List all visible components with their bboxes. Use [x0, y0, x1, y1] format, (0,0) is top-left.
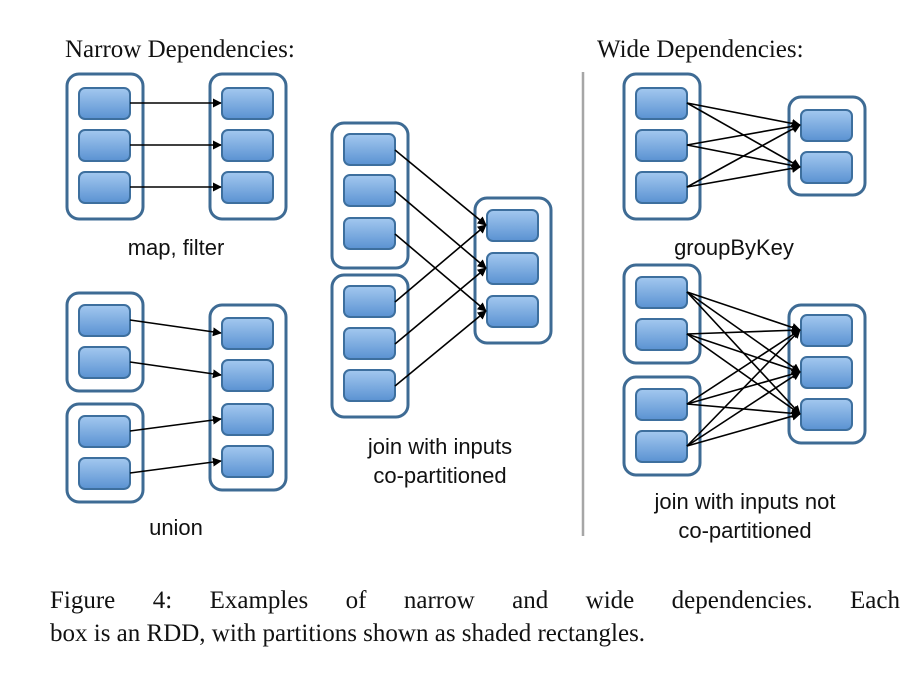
rdd-dependency-diagram: Narrow Dependencies: Wide Dependencies: … — [65, 36, 867, 543]
dependency-arrow — [394, 267, 487, 345]
partition — [221, 317, 274, 350]
join-copartitioned-label-line1: join with inputs — [367, 434, 512, 459]
map-filter-group: map, filter — [65, 72, 288, 260]
dependency-arrow — [686, 163, 801, 188]
map-filter-label: map, filter — [128, 235, 225, 260]
dependency-arrow — [686, 124, 801, 188]
dependency-arrow — [394, 149, 487, 226]
partition — [343, 217, 396, 250]
dependency-arrow — [129, 415, 222, 432]
dependency-arrow — [686, 291, 801, 332]
partition — [635, 129, 688, 162]
partition — [486, 209, 539, 242]
dependency-arrow — [129, 319, 222, 337]
partition — [343, 174, 396, 207]
dependency-arrow — [394, 190, 487, 269]
dependency-arrow — [686, 121, 801, 146]
partition — [635, 276, 688, 309]
dependency-arrow — [686, 333, 801, 374]
partition — [635, 318, 688, 351]
dependency-arrow — [686, 411, 801, 447]
partition — [78, 457, 131, 490]
dependency-arrow — [686, 371, 801, 447]
partition — [343, 285, 396, 318]
dependency-arrow — [394, 310, 487, 387]
narrow-dependencies-heading: Narrow Dependencies: — [65, 36, 295, 63]
join-not-copartitioned-label-line2: co-partitioned — [678, 518, 811, 543]
join-copartitioned-group: join with inputs co-partitioned — [330, 121, 553, 488]
union-group: union — [65, 291, 288, 540]
join-copartitioned-label-line2: co-partitioned — [373, 463, 506, 488]
dependency-arrow — [394, 224, 487, 303]
partition — [486, 252, 539, 285]
partition — [221, 129, 274, 162]
dependency-arrow — [129, 361, 222, 379]
join-not-copartitioned-label-line1: join with inputs not — [654, 489, 836, 514]
partition — [635, 87, 688, 120]
groupbykey-group: groupByKey — [622, 72, 867, 260]
rdd-box — [208, 303, 288, 492]
figure-caption: Figure 4: Examples of narrow and wide de… — [50, 584, 900, 650]
partition — [635, 388, 688, 421]
partition — [221, 445, 274, 478]
partition — [221, 359, 274, 392]
partition — [221, 403, 274, 436]
caption-line-2: box is an RDD, with partitions shown as … — [50, 620, 646, 647]
partition — [343, 369, 396, 402]
partition — [486, 295, 539, 328]
partition — [221, 87, 274, 120]
partition — [800, 109, 853, 142]
partition — [78, 415, 131, 448]
join-not-copartitioned-group: join with inputs not co-partitioned — [622, 263, 867, 543]
dependency-arrow — [394, 233, 487, 312]
partition — [343, 133, 396, 166]
dependency-arrow — [686, 333, 801, 415]
partition — [800, 151, 853, 184]
partition — [221, 171, 274, 204]
partition — [800, 356, 853, 389]
partition — [635, 430, 688, 463]
partition — [635, 171, 688, 204]
partition — [78, 304, 131, 337]
partition — [78, 346, 131, 379]
dependency-arrow — [686, 102, 801, 128]
partition — [78, 171, 131, 204]
caption-line-1: Figure 4: Examples of narrow and wide de… — [50, 587, 900, 614]
dependency-arrow — [686, 325, 801, 335]
dependency-arrow — [129, 457, 222, 474]
partition — [78, 129, 131, 162]
union-label: union — [149, 515, 203, 540]
groupbykey-label: groupByKey — [674, 235, 794, 260]
dependency-arrow — [686, 329, 801, 405]
partition — [800, 314, 853, 347]
partition — [78, 87, 131, 120]
partition — [800, 398, 853, 431]
partition — [343, 327, 396, 360]
dependency-arrow — [686, 329, 801, 447]
wide-dependencies-heading: Wide Dependencies: — [597, 36, 804, 63]
